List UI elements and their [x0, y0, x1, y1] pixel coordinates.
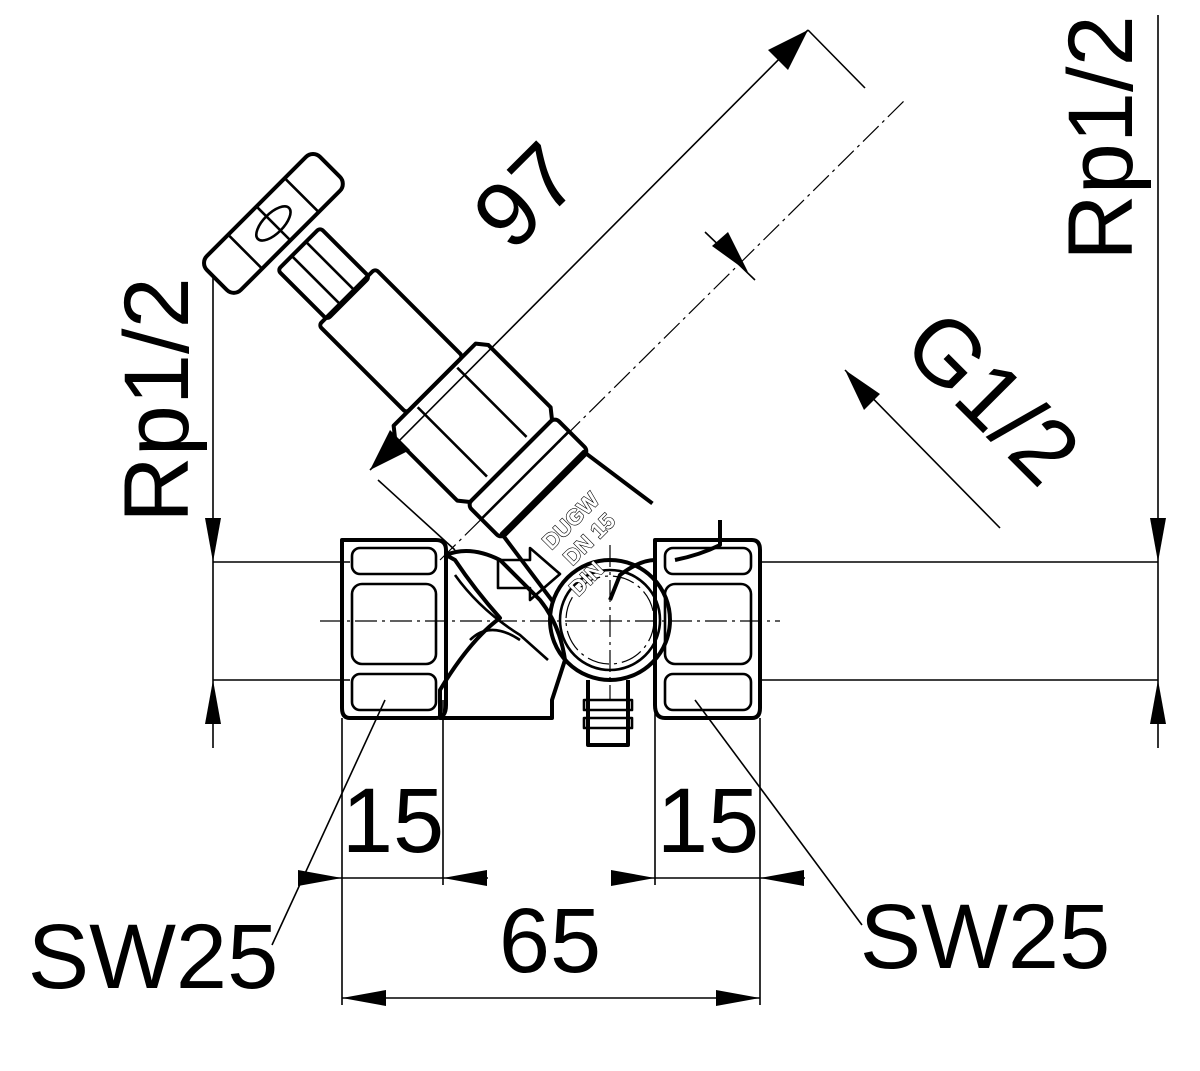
dim-rp-right: Rp1/2	[1050, 15, 1152, 261]
dim-65: 65	[499, 890, 601, 992]
centerlines	[320, 99, 906, 700]
valve-body	[340, 520, 762, 747]
dim-15-left: 15	[342, 770, 444, 872]
dim-rp-left: Rp1/2	[106, 277, 208, 523]
dim-sw25-right: SW25	[860, 886, 1111, 988]
dimension-arrows	[205, 30, 1166, 1006]
dim-15-right: 15	[657, 770, 759, 872]
dim-97: 97	[454, 124, 598, 268]
dim-sw25-left: SW25	[28, 906, 279, 1008]
dim-g12: G1/2	[885, 291, 1098, 504]
